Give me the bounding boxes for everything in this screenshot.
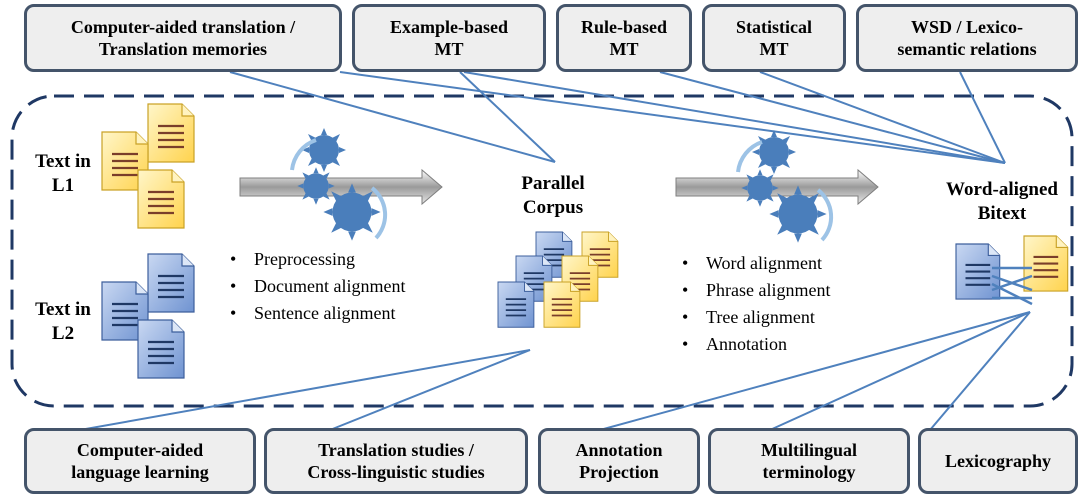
top-box-wsd: WSD / Lexico- semantic relations	[856, 4, 1078, 72]
corpus-process-container	[10, 94, 1074, 408]
left-process-arrow	[239, 168, 443, 206]
top-box-ebmt: Example-based MT	[352, 4, 546, 72]
word-aligned-bitext-label: Word-aligned Bitext	[946, 179, 1058, 224]
top-box-label: Statistical MT	[736, 17, 812, 59]
bottom-box-label: Multilingual terminology	[760, 440, 858, 482]
parallel-corpus-label: Parallel Corpus	[521, 173, 585, 218]
step-item: Phrase alignment	[676, 277, 830, 304]
l1-documents-icon	[100, 102, 196, 230]
connector-lines	[79, 71, 1031, 431]
bottom-box-label: Computer-aided language learning	[71, 440, 209, 482]
top-box-cat-tm: Computer-aided translation / Translation…	[24, 4, 342, 72]
word-aligned-bitext-icon	[954, 234, 1069, 306]
l2-documents-icon	[100, 252, 196, 380]
text-l2-label: Text in L2	[35, 299, 91, 344]
bottom-box-call: Computer-aided language learning	[24, 428, 256, 494]
bottom-box-label: Lexicography	[945, 451, 1051, 471]
right-gears-icon	[736, 130, 834, 243]
text-l1-label: Text in L1	[35, 151, 91, 196]
step-item: Preprocessing	[224, 246, 405, 273]
right-steps-list: Word alignment Phrase alignment Tree ali…	[676, 250, 830, 358]
bottom-box-label: Translation studies / Cross-linguistic s…	[307, 440, 485, 482]
top-box-label: Rule-based MT	[580, 17, 667, 59]
top-box-rbmt: Rule-based MT	[556, 4, 692, 72]
step-item: Tree alignment	[676, 304, 830, 331]
bottom-box-label: Annotation Projection	[575, 440, 663, 482]
step-item: Annotation	[676, 331, 830, 358]
left-steps-list: Preprocessing Document alignment Sentenc…	[224, 246, 405, 327]
top-box-label: Computer-aided translation / Translation…	[70, 17, 296, 59]
parallel-corpus-icon	[497, 231, 619, 329]
bottom-box-lexicography: Lexicography	[918, 428, 1078, 494]
bottom-box-translation-studies: Translation studies / Cross-linguistic s…	[264, 428, 528, 494]
right-process-arrow	[675, 168, 879, 206]
left-gears-icon	[290, 128, 388, 241]
bottom-box-multilingual-terminology: Multilingual terminology	[708, 428, 910, 494]
top-box-label: Example-based MT	[389, 17, 508, 59]
top-box-label: WSD / Lexico- semantic relations	[897, 17, 1037, 59]
bottom-box-annotation-projection: Annotation Projection	[538, 428, 700, 494]
step-item: Document alignment	[224, 273, 405, 300]
step-item: Word alignment	[676, 250, 830, 277]
top-box-smt: Statistical MT	[702, 4, 846, 72]
step-item: Sentence alignment	[224, 300, 405, 327]
